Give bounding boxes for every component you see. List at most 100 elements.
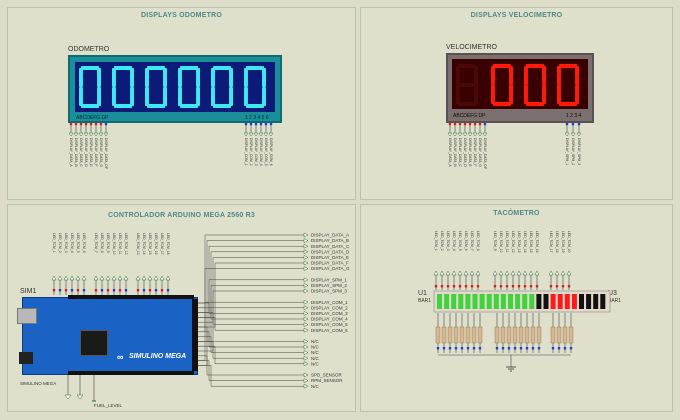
speedometer-display[interactable]: ABCDEFG DP 1 2 3 4 — [446, 53, 594, 123]
odometer-display-face — [75, 62, 275, 112]
ard-top-label-1-4: LED_TCM_11 — [118, 233, 122, 254]
tach-res-pin-17 — [557, 347, 561, 350]
ard-out-arrow-15 — [303, 316, 309, 322]
tach-label-1-2: LED_TCM_11 — [505, 231, 509, 252]
segment-g — [457, 83, 477, 87]
segment-b — [542, 65, 546, 85]
spd-seg-label-2: DISPLAY_DATA_C — [458, 138, 462, 167]
segment-f — [557, 65, 561, 85]
segment-d — [457, 102, 477, 106]
ard-top-pin-0-0 — [52, 289, 56, 292]
tach-res-pin-16 — [551, 347, 555, 350]
ard-out-wire-8 — [198, 279, 304, 342]
spd-seg-arrow-3 — [462, 132, 468, 137]
tach-label-2-1: LED_TCM_18 — [555, 231, 559, 253]
ard-out-label-4: DISPLAY_DATA_E — [311, 255, 349, 260]
odo-com-label-2: DISPLAY_COM_3 — [254, 138, 258, 166]
tach-res-pin-4 — [460, 347, 464, 350]
tach-label-2-3: LED_TCM_20 — [567, 231, 571, 253]
tach-res-pin-5 — [466, 347, 470, 350]
odo-com-label-0: DISPLAY_COM_1 — [244, 138, 248, 166]
tach-resistor-5 — [465, 326, 471, 344]
segment-c — [474, 85, 478, 105]
ard-top-arrow-0-3 — [69, 275, 75, 281]
ard-top-label-2-2: LED_TCM_15 — [148, 233, 152, 255]
tach-resistor-3 — [453, 326, 459, 344]
odo-seg-3-pin — [84, 122, 88, 126]
segment-d — [113, 104, 133, 108]
segment-e — [112, 87, 116, 107]
tach-resistor-10 — [506, 326, 512, 344]
ard-out-wire-2 — [198, 245, 304, 313]
ard-top-pin-1-4 — [118, 289, 122, 292]
arduino-sim-label: SIM1 — [20, 288, 37, 295]
tach-resistor-4 — [459, 326, 465, 344]
tach-arrow-0-4 — [457, 270, 463, 276]
ard-top-pin-1-1 — [100, 289, 104, 292]
ard-top-pin-2-2 — [148, 289, 152, 292]
spd-seg-arrow-1 — [452, 132, 458, 137]
ard-top-label-1-1: LED_TCM_8 — [100, 233, 104, 253]
segment-e — [524, 85, 528, 105]
spd-seg-1-pin — [453, 122, 457, 126]
spd-seg-2-pin — [458, 122, 462, 126]
segment-f — [456, 65, 460, 85]
ard-top-arrow-0-0 — [51, 275, 57, 281]
ard-out-arrow-3 — [303, 249, 309, 255]
odo-seg-arrow-5 — [93, 132, 99, 137]
tach-resistor-15 — [536, 326, 542, 344]
tach-res-pin-19 — [569, 347, 573, 350]
tach-label-0-4: LED_TCM_5 — [458, 231, 462, 251]
ard-out-label-22: N/C — [311, 356, 320, 361]
segment-f — [524, 65, 528, 85]
tach-resistor-11 — [512, 326, 518, 344]
tach-bar-4 — [465, 294, 471, 309]
ard-top-arrow-0-5 — [81, 275, 87, 281]
tach-top-pin-0-5 — [464, 285, 468, 288]
segment-b — [474, 65, 478, 85]
ard-top-label-1-0: LED_TCM_7 — [94, 233, 98, 253]
ard-gnd-icon-0 — [64, 394, 72, 400]
ard-top-arrow-2-3 — [153, 275, 159, 281]
tach-resistor-1 — [441, 326, 447, 344]
tach-res-pin-9 — [501, 347, 505, 350]
odo-com-5-pin — [269, 122, 273, 126]
ard-out-wire-25 — [198, 355, 304, 376]
spd-seg-label-6: DISPLAY_DATA_G — [478, 138, 482, 167]
ard-out-wire-21 — [198, 336, 304, 353]
ard-top-label-0-0: LED_TCM_1 — [52, 233, 56, 253]
ard-top-pin-2-3 — [154, 289, 158, 292]
ard-out-arrow-14 — [303, 310, 309, 316]
tach-label-1-6: LED_TCM_15 — [529, 231, 533, 253]
tach-res-pin-8 — [495, 347, 499, 350]
segment-a — [146, 66, 166, 70]
ard-out-wire-9 — [198, 285, 304, 347]
spd-seg-label-0: DISPLAY_DATA_A — [448, 138, 452, 167]
odometer-digit-pins: 1 2 3 4 5 6 — [245, 115, 269, 121]
tach-arrow-2-2 — [560, 270, 566, 276]
ard-out-wire-12 — [198, 301, 304, 361]
segment-e — [79, 87, 83, 107]
odo-seg-arrow-1 — [73, 132, 79, 137]
ard-top-label-2-4: LED_TCM_17 — [160, 233, 164, 255]
tach-resistor-14 — [530, 326, 536, 344]
tach-top-pin-1-7 — [535, 285, 539, 288]
segment-e — [145, 87, 149, 107]
arduino-panel: CONTROLADOR ARDUINO MEGA 2560 R3 SIM1 ∞ … — [7, 204, 356, 412]
ard-top-label-0-3: LED_TCM_4 — [70, 233, 74, 253]
ard-top-arrow-2-0 — [135, 275, 141, 281]
ard-out-arrow-0 — [303, 232, 309, 238]
spd-seg-arrow-7 — [482, 132, 488, 137]
tach-arrow-1-6 — [528, 270, 534, 276]
tach-arrow-0-6 — [469, 270, 475, 276]
ard-out-arrow-8 — [303, 277, 309, 283]
power-jack — [19, 352, 33, 364]
tach-top-pin-2-1 — [555, 285, 559, 288]
segment-c — [163, 87, 167, 107]
tachometer-u3-sub: BAR1 — [608, 298, 622, 304]
spd-com-label-2: DISPLAY_SPM_3 — [577, 138, 581, 165]
tach-bar-15 — [543, 294, 549, 309]
ard-out-wire-20 — [198, 331, 304, 348]
ard-out-wire-22 — [198, 341, 304, 359]
tach-bar-20 — [579, 294, 584, 309]
